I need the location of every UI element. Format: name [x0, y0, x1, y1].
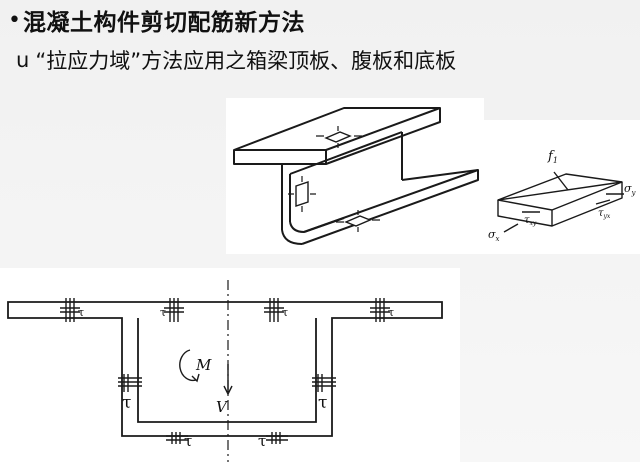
- title-text: 混凝土构件剪切配筋新方法: [22, 10, 305, 36]
- tau-yx-label: τyx: [598, 208, 611, 220]
- moment-arc: [179, 349, 197, 382]
- sigma-x-label: σx: [488, 228, 500, 243]
- tau-label-top-center-left: τ: [160, 306, 166, 319]
- shear-labels: τ τ τ τ τ τ τ τ: [78, 306, 394, 450]
- subtitle-text: “拉应力域”方法应用之箱梁顶板、腹板和底板: [35, 49, 457, 73]
- top-flange-front: [233, 150, 327, 165]
- stress-element-figure: f1 σy τxy τyx σx: [484, 120, 640, 254]
- box-girder-outline: [7, 301, 443, 437]
- tau-label-bottom-left: τ: [184, 432, 192, 450]
- f1-label: f1: [547, 149, 558, 165]
- principal-stress-arrow: [553, 171, 569, 191]
- bottom-stress-element: [344, 215, 372, 227]
- web-stress-element: [295, 181, 309, 207]
- sigma-y-label: σy: [624, 182, 637, 197]
- top-flange-side: [325, 108, 441, 165]
- tau-label-top-right: τ: [388, 306, 394, 319]
- top-stress-element: [324, 131, 352, 143]
- top-flange-face: [233, 107, 441, 151]
- moment-label: M: [195, 356, 212, 374]
- stress-element-drawing: f1 σy τxy τyx σx: [488, 149, 637, 243]
- moment-arrowhead: [191, 373, 200, 383]
- ibeam-drawing: [233, 107, 479, 245]
- box-girder-figure: τ τ τ τ τ τ τ τ M V: [0, 268, 460, 462]
- box-girder-drawing: τ τ τ τ τ τ τ τ M V: [7, 280, 443, 462]
- bottom-flange: [301, 169, 479, 245]
- slide-subtitle: u “拉应力域”方法应用之箱梁顶板、腹板和底板: [16, 44, 626, 76]
- block-front-face: [497, 200, 553, 227]
- tau-label-top-left: τ: [78, 306, 84, 319]
- web-top-line: [289, 131, 403, 175]
- tau-xy-label: τxy: [524, 215, 537, 227]
- shear-label: V: [216, 398, 229, 416]
- ibeam-figure: [226, 98, 484, 254]
- block-diagonal: [497, 181, 623, 201]
- title-bullet: •: [8, 7, 21, 33]
- subtitle-bullet: u: [16, 48, 30, 72]
- block-side-face: [551, 182, 623, 227]
- rebar-markers: [60, 298, 390, 444]
- tau-label-bottom-right: τ: [258, 432, 266, 450]
- shear-arrow: [223, 364, 233, 396]
- tau-label-right-web: τ: [318, 393, 327, 413]
- tau-label-top-center-right: τ: [282, 306, 288, 319]
- tau-label-left-web: τ: [122, 393, 131, 413]
- slide-title: • 混凝土构件剪切配筋新方法: [8, 2, 628, 38]
- box-girder-cell: [137, 318, 317, 423]
